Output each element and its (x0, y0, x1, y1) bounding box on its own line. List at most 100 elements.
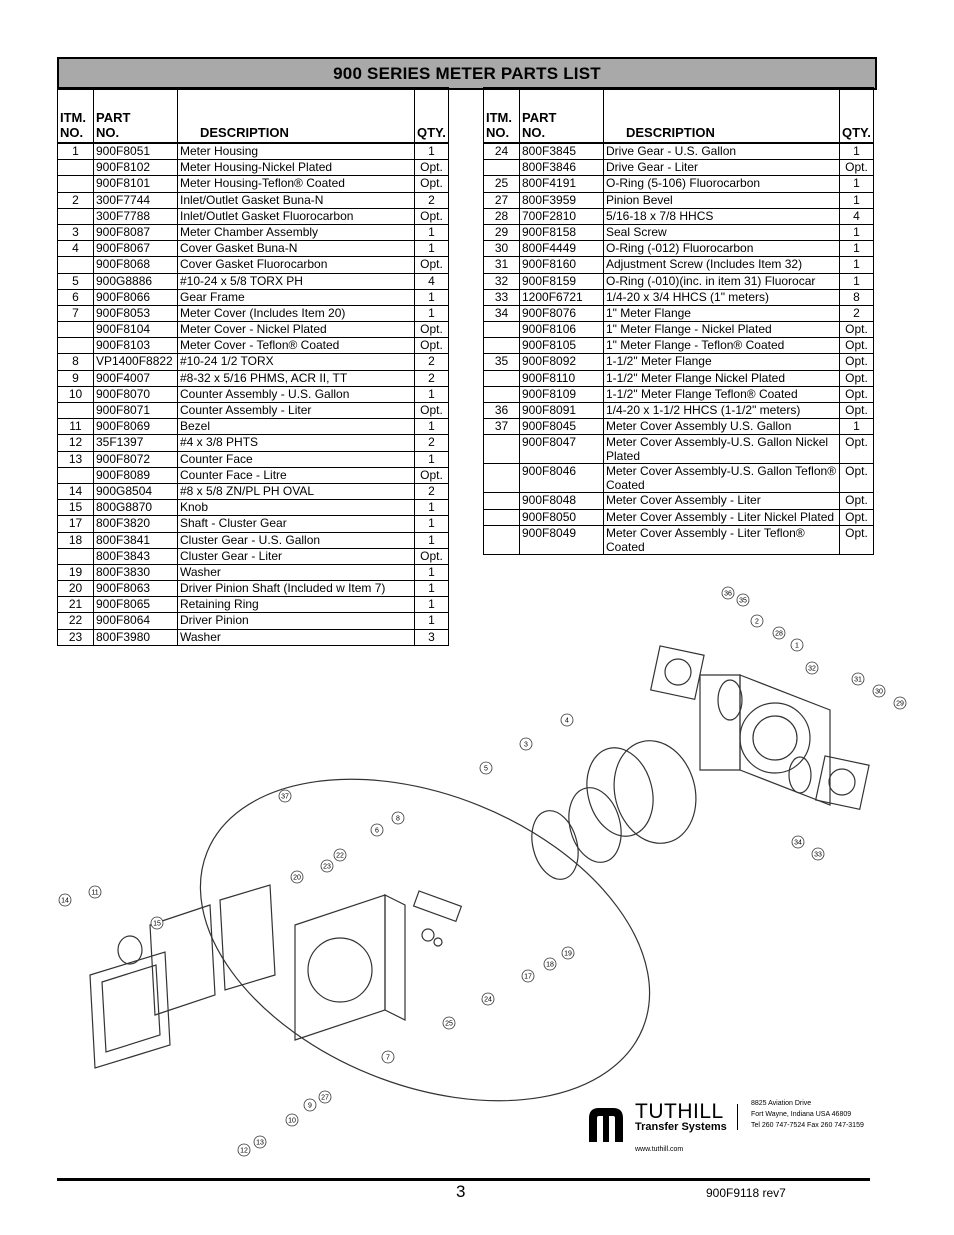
callout-28: 28 (772, 626, 786, 640)
quantity: Opt. (414, 321, 449, 339)
callout-30: 30 (872, 684, 886, 698)
callout-10: 10 (285, 1113, 299, 1127)
part-number: 900F8064 (93, 612, 178, 630)
description: 1" Meter Flange - Nickel Plated (603, 321, 840, 339)
svg-text:19: 19 (564, 951, 572, 958)
description: Inlet/Outlet Gasket Buna-N (177, 191, 415, 209)
part-number: 800F4191 (519, 175, 604, 193)
cover-gasket (613, 740, 697, 844)
description: Inlet/Outlet Gasket Fluorocarbon (177, 207, 415, 225)
description: Meter Cover Assembly U.S. Gallon (603, 418, 840, 436)
footer-rule (57, 1178, 870, 1181)
part-number: 900F8047 (519, 434, 604, 465)
part-number: 900G8886 (93, 272, 178, 290)
svg-text:15: 15 (153, 921, 161, 928)
part-number: 1200F6721 (519, 288, 604, 306)
svg-text:32: 32 (808, 666, 816, 673)
description: Cluster Gear - Liter (177, 547, 415, 565)
description: 5/16-18 x 7/8 HHCS (603, 207, 840, 225)
item-number (57, 159, 94, 177)
callout-3: 3 (519, 737, 533, 751)
description: Meter Cover - Teflon® Coated (177, 337, 415, 355)
part-number: 900F8045 (519, 418, 604, 436)
quantity: 1 (414, 223, 449, 242)
callout-37: 37 (278, 789, 292, 803)
description: Knob (177, 499, 415, 517)
svg-text:36: 36 (724, 591, 732, 598)
bezel (89, 951, 171, 1069)
counter-assembly (219, 884, 276, 991)
quantity: Opt. (839, 353, 874, 371)
svg-text:12: 12 (240, 1148, 248, 1155)
callout-36: 36 (721, 586, 735, 600)
item-number: 4 (57, 240, 94, 258)
meter-flange-top (649, 645, 705, 700)
description: Meter Cover Assembly - Liter (603, 492, 840, 510)
part-number: 800F3843 (93, 547, 178, 565)
part-number: 900F8076 (519, 304, 604, 323)
part-number: 900F8106 (519, 321, 604, 339)
part-number: 800F3841 (93, 531, 178, 549)
header-qty: QTY. (414, 87, 449, 144)
quantity: 1 (414, 288, 449, 306)
svg-text:2: 2 (755, 619, 759, 626)
item-number (483, 369, 520, 387)
description: Adjustment Screw (Includes Item 32) (603, 256, 840, 274)
svg-text:14: 14 (61, 898, 69, 905)
svg-text:34: 34 (794, 840, 802, 847)
part-number: 800F3959 (519, 191, 604, 209)
description: #4 x 3/8 PHTS (177, 434, 415, 452)
part-number: 900F8046 (519, 463, 604, 494)
callout-25: 25 (442, 1016, 456, 1030)
quantity: 4 (839, 207, 874, 225)
quantity: 2 (414, 191, 449, 209)
quantity: 2 (414, 369, 449, 387)
callout-23: 23 (320, 859, 334, 873)
quantity: Opt. (839, 385, 874, 404)
part-number: VP1400F8822 (93, 353, 178, 371)
website: www.tuthill.com (635, 1146, 684, 1153)
quantity: Opt. (839, 337, 874, 355)
part-number: 900F8053 (93, 304, 178, 323)
part-number: 900F8158 (519, 223, 604, 242)
quantity: Opt. (839, 159, 874, 177)
address-line-2: Fort Wayne, Indiana USA 46809 (751, 1111, 852, 1118)
svg-text:29: 29 (896, 701, 904, 708)
quantity: Opt. (839, 508, 874, 526)
description: Meter Cover - Nickel Plated (177, 321, 415, 339)
description: Meter Cover Assembly - Liter Nickel Plat… (603, 508, 840, 526)
callout-34: 34 (791, 835, 805, 849)
item-number: 19 (57, 563, 94, 582)
item-number (483, 508, 520, 526)
quantity: Opt. (839, 492, 874, 510)
item-number: 33 (483, 288, 520, 306)
logo-divider (737, 1104, 738, 1130)
item-number (483, 159, 520, 177)
svg-text:18: 18 (546, 962, 554, 969)
svg-text:37: 37 (281, 794, 289, 801)
item-number: 25 (483, 175, 520, 193)
description: Drive Gear - U.S. Gallon (603, 142, 840, 161)
callout-33: 33 (811, 847, 825, 861)
part-number: 900F8068 (93, 256, 178, 274)
quantity: 1 (414, 515, 449, 533)
quantity: 3 (414, 628, 449, 646)
header-description: DESCRIPTION (603, 87, 840, 144)
description: Cover Gasket Buna-N (177, 240, 415, 258)
callout-29: 29 (893, 696, 907, 710)
description: #10-24 x 5/8 TORX PH (177, 272, 415, 290)
item-number (483, 434, 520, 465)
